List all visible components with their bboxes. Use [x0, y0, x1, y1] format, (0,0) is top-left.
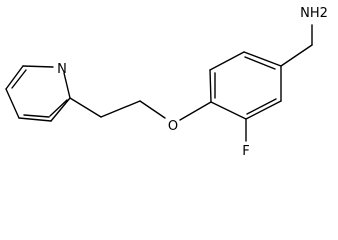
molecule-drawing: N O F NH2 — [5, 6, 328, 159]
bond-c5-c4 — [243, 51, 282, 67]
ethyl-linker — [69, 97, 166, 119]
benzene-ring — [179, 51, 282, 121]
substituents — [245, 24, 313, 142]
bond-ch2-ch2 — [100, 100, 141, 118]
bond-c5-c6 — [5, 65, 24, 90]
bond-c4-c5 — [5, 88, 20, 119]
bond-c3-c2 — [245, 100, 282, 120]
bond-n-c2 — [63, 72, 71, 99]
bond-c1-c6 — [209, 69, 212, 103]
bond-c2-c3 — [50, 97, 71, 122]
bond-c6-n — [22, 65, 54, 68]
bond-c2-c1 — [210, 101, 247, 120]
bond-ch2-o — [139, 100, 166, 119]
double-bond-c3-c2 — [246, 98, 277, 115]
bond-c6-c5 — [209, 51, 245, 71]
pyridine-ring — [5, 65, 71, 122]
bond-c3-c4 — [18, 117, 52, 122]
amine-label: NH2 — [300, 6, 328, 21]
oxygen-label: O — [168, 119, 178, 134]
double-bond-c5-c6 — [11, 69, 27, 89]
double-bond-c3-c4 — [23, 114, 50, 118]
bond-o-c1 — [179, 101, 212, 121]
bond-c4-ch2 — [280, 44, 313, 67]
bond-ring-ch2 — [69, 97, 102, 118]
fluorine-label: F — [242, 144, 249, 159]
double-bond-c2-c3 — [49, 99, 68, 117]
molecule-canvas: N O F NH2 — [5, 6, 328, 159]
pyridine-nitrogen-label: N — [57, 62, 67, 77]
double-bond-c5-c4 — [244, 56, 276, 70]
